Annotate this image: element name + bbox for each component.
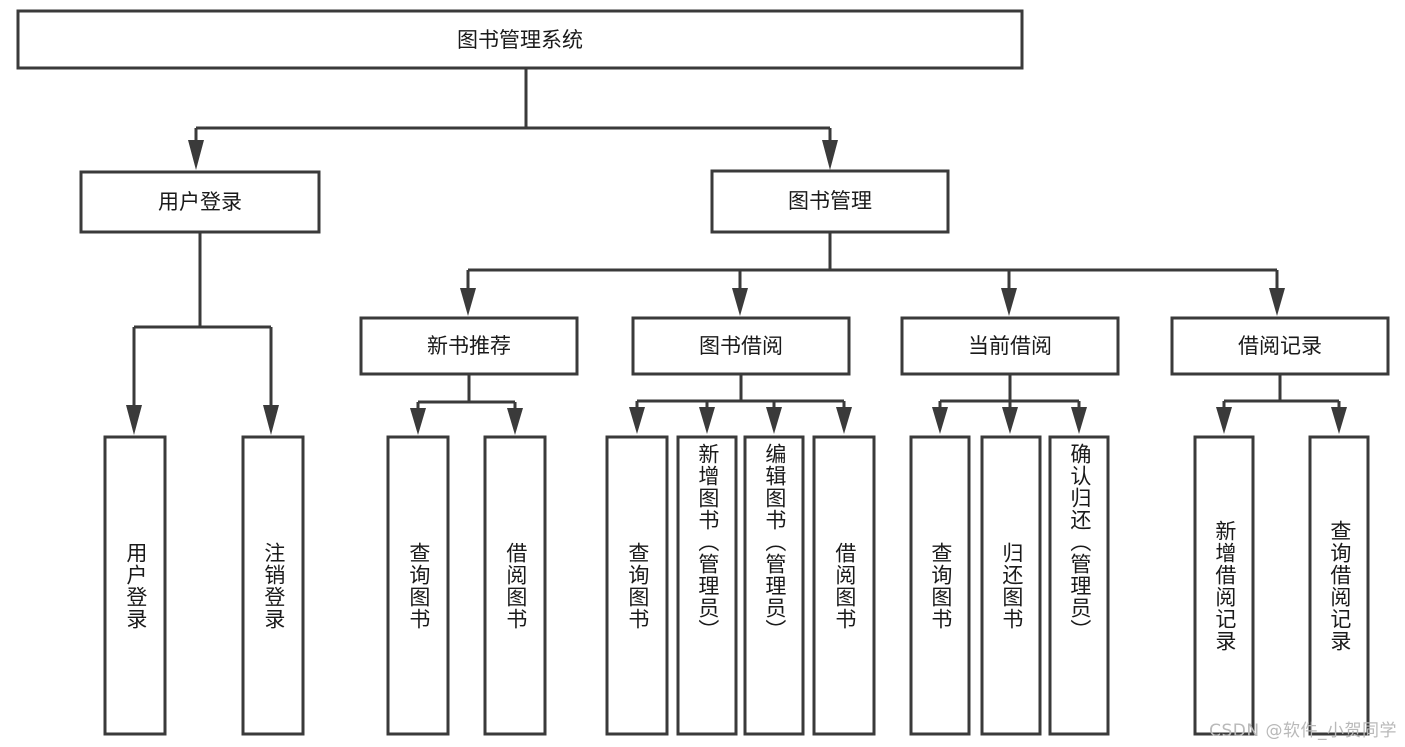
leaf-box-query-borrow-record[interactable]: [1308, 435, 1370, 736]
leaf-box-user-logout[interactable]: [241, 435, 305, 736]
leaf-box-user-login[interactable]: [103, 435, 167, 736]
leaf-box-add-book-admin[interactable]: [676, 435, 738, 736]
arrow-head-leaf-borrow-book-2: [836, 407, 852, 434]
arrow-head-leaf-add-borrow-record: [1216, 407, 1232, 434]
node-current-borrow-box[interactable]: [900, 316, 1120, 376]
leaf-box-return-book[interactable]: [980, 435, 1042, 736]
arrow-head-leaf-edit-book-admin: [766, 407, 782, 434]
leaf-box-query-book-2[interactable]: [605, 435, 669, 736]
arrow-head-leaf-user-logout: [263, 405, 279, 435]
arrow-head-leaf-confirm-return-admin: [1071, 407, 1087, 434]
node-new-book-recommend-label: 新书推荐: [427, 334, 511, 358]
arrow-head-leaf-return-book: [1002, 407, 1018, 434]
arrow-head-leaf-query-book-3: [932, 407, 948, 434]
node-book-borrow-label: 图书借阅: [699, 334, 783, 358]
node-borrow-records-label: 借阅记录: [1238, 334, 1322, 358]
leaf-box-borrow-book-1[interactable]: [483, 435, 547, 736]
node-borrow-records-box[interactable]: [1170, 316, 1390, 376]
arrow-head-borrow-records: [1269, 288, 1285, 316]
arrow-head-book-management: [822, 140, 838, 170]
node-root-label: 图书管理系统: [457, 28, 583, 52]
node-root-box[interactable]: [16, 9, 1024, 70]
leaf-box-add-borrow-record[interactable]: [1193, 435, 1255, 736]
node-new-book-recommend-box[interactable]: [359, 316, 579, 376]
leaf-box-confirm-return-admin[interactable]: [1048, 435, 1110, 736]
node-user-login-label: 用户登录: [158, 190, 242, 214]
arrow-head-new-book-recommend: [460, 288, 476, 316]
leaf-box-query-book-1[interactable]: [386, 435, 450, 736]
arrow-head-leaf-query-book-2: [629, 407, 645, 434]
arrow-head-leaf-add-book-admin: [699, 407, 715, 434]
arrow-head-leaf-borrow-book-1: [507, 408, 523, 435]
arrow-head-leaf-user-login: [126, 405, 142, 435]
arrow-head-user-login: [188, 140, 204, 170]
node-current-borrow-label: 当前借阅: [968, 334, 1052, 358]
csdn-watermark: CSDN @软件_小贺同学: [1209, 721, 1397, 741]
leaf-box-query-book-3[interactable]: [909, 435, 971, 736]
node-book-management-label: 图书管理: [788, 189, 872, 213]
leaf-box-borrow-book-2[interactable]: [812, 435, 876, 736]
node-book-borrow-box[interactable]: [631, 316, 851, 376]
arrow-head-leaf-query-book-1: [410, 408, 426, 435]
arrow-head-leaf-query-borrow-record: [1331, 407, 1347, 434]
arrow-head-current-borrow: [1001, 288, 1017, 316]
leaf-box-edit-book-admin[interactable]: [743, 435, 805, 736]
arrow-head-book-borrow: [732, 288, 748, 316]
node-book-management-box[interactable]: [710, 169, 950, 234]
